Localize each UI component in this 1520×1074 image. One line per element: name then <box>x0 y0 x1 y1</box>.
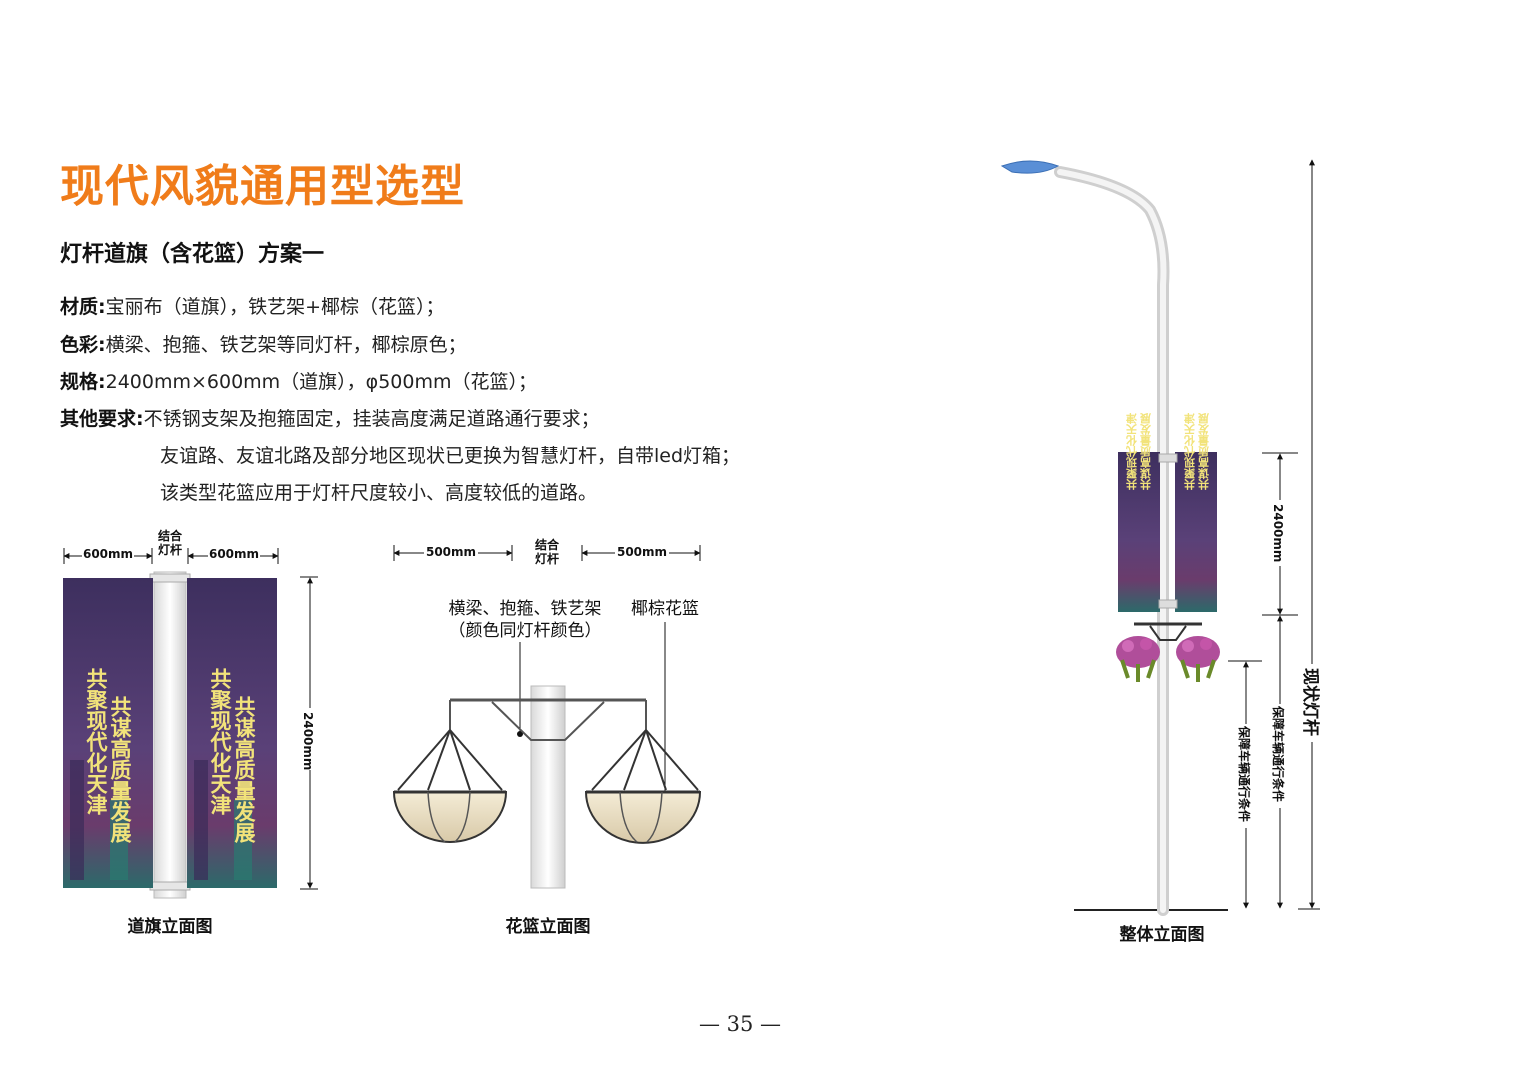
flower-basket-left-icon <box>1116 636 1160 682</box>
spec-other: 其他要求:不锈钢支架及抱箍固定，挂装高度满足道路通行要求； <box>60 404 600 431</box>
overall-elevation: 共聚现代化天津 共谋高质量发展 共聚现代化天津 共谋高质量发展 2400mm <box>1000 159 1322 945</box>
basket-left-chain-4 <box>449 729 503 791</box>
page-number: — 35 — <box>698 1012 782 1036</box>
basket-left-ribs <box>427 791 471 843</box>
basket-dim-right: 500mm <box>617 545 667 559</box>
basket-elevation: 500mm 结合 灯杆 500mm 横梁、抱箍、铁艺架 （颜色同灯杆颜色） 椰棕… <box>392 537 702 937</box>
flag-dim-height: 2400mm <box>301 712 315 770</box>
spec-color-label: 色彩: <box>60 334 106 356</box>
flag-dim-height-bg <box>302 708 318 770</box>
basket-label-basket: 椰棕花篮 <box>631 599 699 619</box>
overall-dim-total-bg <box>1302 664 1322 742</box>
spec-size-label: 规格: <box>60 371 106 393</box>
flag-dim-left-bg <box>82 546 134 562</box>
overall-dim-clearance-1-bg <box>1238 724 1254 828</box>
overall-banner-right-text-1: 共聚现代化天津 <box>1183 412 1197 491</box>
spec-size-value: 2400mm×600mm（道旗），φ500mm（花篮）； <box>105 371 537 393</box>
basket-dim-right-bg <box>615 543 669 559</box>
basket-left-bowl <box>392 791 508 843</box>
spec-other-line-1: 不锈钢支架及抱箍固定，挂装高度满足道路通行要求； <box>143 408 600 430</box>
basket-right-bowl <box>584 791 702 844</box>
basket-left-chain-2 <box>427 729 451 791</box>
flag-elevation: 600mm 结合 灯杆 600mm 共聚现代化天津 共谋高质量发展 共聚现代化天… <box>63 528 318 937</box>
basket-dim-left-bg <box>424 543 478 559</box>
overall-dim-clearance-2-bg <box>1272 704 1288 808</box>
flag-banner-right-skyline-2 <box>234 800 252 880</box>
overall-bracket-bottom <box>1158 599 1178 609</box>
spec-other-line-2: 友谊路、友谊北路及部分地区现状已更换为智慧灯杆，自带led灯箱； <box>160 445 741 467</box>
flag-bracket-bottom <box>149 881 191 891</box>
basket-leader-frame-dot <box>517 731 523 737</box>
spec-other-line-3: 该类型花篮应用于灯杆尺度较小、高度较低的道路。 <box>160 482 598 504</box>
basket-label-frame-2: （颜色同灯杆颜色） <box>449 621 602 641</box>
overall-dim-total: 现状灯杆 <box>1300 668 1321 736</box>
flag-dim-right-bg <box>208 546 260 562</box>
flag-pole-label-2: 灯杆 <box>158 542 182 557</box>
basket-left-chain-3 <box>449 729 471 791</box>
flag-banner-left-text-1: 共聚现代化天津 <box>84 668 109 816</box>
spec-size: 规格:2400mm×600mm（道旗），φ500mm（花篮）； <box>60 367 537 394</box>
flower-basket-right-icon <box>1176 636 1220 682</box>
flag-caption: 道旗立面图 <box>128 916 213 937</box>
basket-caption: 花篮立面图 <box>506 916 591 937</box>
flag-bracket-top <box>149 573 191 583</box>
basket-right-chain-2 <box>623 729 647 791</box>
page-title: 现代风貌通用型选型 <box>60 161 465 212</box>
lamp-head-icon <box>1000 160 1060 174</box>
overall-banner-left <box>1118 452 1160 612</box>
spec-color-value: 横梁、抱箍、铁艺架等同灯杆，椰棕原色； <box>105 334 467 356</box>
flag-pole <box>153 571 187 899</box>
basket-right-chain-1 <box>591 729 647 791</box>
basket-bracket <box>491 701 605 741</box>
overall-dim-banner-bg <box>1272 500 1288 566</box>
basket-right-ribs <box>619 791 663 843</box>
flag-banner-right-text-2: 共谋高质量发展 <box>232 696 257 844</box>
overall-bracket <box>1149 625 1187 641</box>
basket-left-chain-1 <box>397 729 451 791</box>
basket-label-frame-1: 横梁、抱箍、铁艺架 <box>449 599 602 619</box>
overall-banner-left-text-1: 共聚现代化天津 <box>1125 412 1139 491</box>
spec-material-label: 材质: <box>60 296 106 318</box>
overall-dim-banner: 2400mm <box>1271 504 1285 562</box>
overall-dim-clearance-1: 保障车辆通行条件 <box>1237 725 1252 822</box>
spec-material: 材质:宝丽布（道旗），铁艺架+椰棕（花篮）； <box>60 292 445 319</box>
basket-pole <box>530 685 566 889</box>
flag-banner-left-skyline-1 <box>70 760 84 880</box>
basket-pole-label-1: 结合 <box>535 537 560 552</box>
flag-banner-left-text-2: 共谋高质量发展 <box>108 696 133 844</box>
spec-color: 色彩:横梁、抱箍、铁艺架等同灯杆，椰棕原色； <box>60 330 467 357</box>
basket-right-chain-4 <box>645 729 699 791</box>
flag-pole-label-1: 结合 <box>158 528 183 543</box>
overall-pole-highlight <box>1057 169 1167 913</box>
flag-dim-right: 600mm <box>209 547 259 561</box>
flag-banner-left-skyline-2 <box>110 800 128 880</box>
overall-banner-right <box>1175 452 1217 612</box>
flag-banner-right-text-1: 共聚现代化天津 <box>208 668 233 816</box>
overall-banner-left-text-2: 共谋高质量发展 <box>1139 412 1153 491</box>
flag-dim-left: 600mm <box>83 547 133 561</box>
spec-material-value: 宝丽布（道旗），铁艺架+椰棕（花篮）； <box>105 296 445 318</box>
spec-other-label: 其他要求: <box>60 408 144 430</box>
basket-pole-label-2: 灯杆 <box>535 551 559 566</box>
overall-dim-clearance-2: 保障车辆通行条件 <box>1271 705 1286 802</box>
basket-right-chain-3 <box>645 729 667 791</box>
overall-caption: 整体立面图 <box>1120 924 1205 945</box>
overall-banner-right-text-2: 共谋高质量发展 <box>1197 412 1211 491</box>
section-subtitle: 灯杆道旗（含花篮）方案一 <box>60 242 325 267</box>
flag-banner-right-skyline-1 <box>194 760 208 880</box>
overall-bracket-top <box>1158 453 1178 463</box>
basket-dim-left: 500mm <box>426 545 476 559</box>
